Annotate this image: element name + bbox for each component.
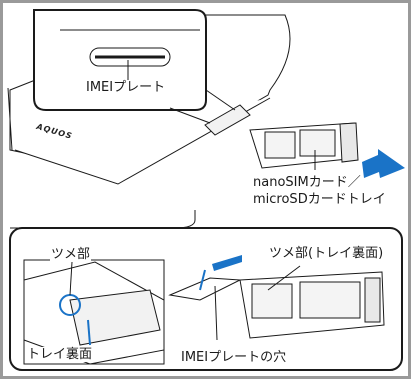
claw-detail-illustration (23, 259, 165, 365)
label-card-tray-line2: microSDカードトレイ (252, 192, 387, 207)
label-imei-plate: IMEIプレート (85, 80, 167, 95)
label-tray-back: トレイ裏面 (26, 347, 94, 362)
imei-zoom-callout (33, 9, 236, 124)
label-claw-tray-back: ツメ部(トレイ裏面) (268, 246, 385, 261)
bottom-panel-frame (9, 227, 403, 371)
card-tray (249, 122, 359, 169)
tray-back-illustration (168, 255, 385, 341)
eject-arrow (362, 149, 405, 178)
label-claw: ツメ部 (50, 247, 92, 262)
label-imei-plate-hole: IMEIプレートの穴 (180, 350, 288, 365)
label-card-tray-line1: nanoSIMカード／ (252, 175, 362, 190)
